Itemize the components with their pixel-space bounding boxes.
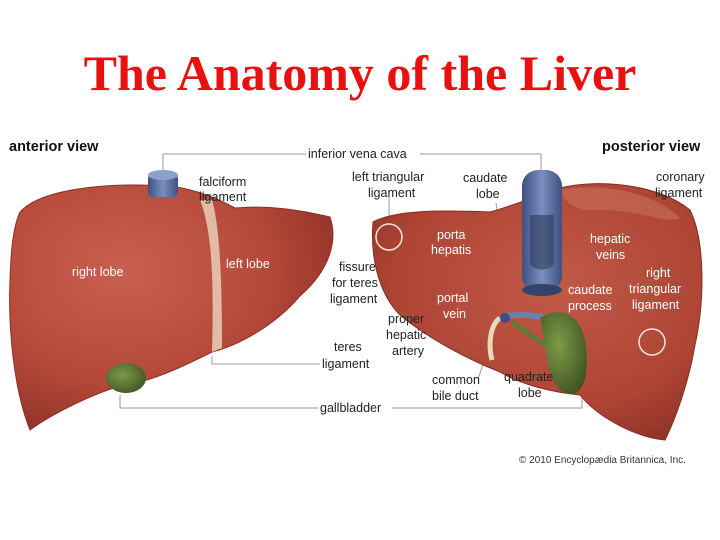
label-proper-hepatic-3: artery — [392, 344, 425, 358]
anterior-gallbladder — [106, 363, 146, 393]
diagram-labels: inferior vena cava falciform ligament le… — [72, 147, 705, 415]
page-title: The Anatomy of the Liver — [83, 45, 637, 101]
copyright-notice: © 2010 Encyclopædia Britannica, Inc. — [519, 455, 686, 466]
anterior-liver — [9, 170, 334, 431]
label-gallbladder: gallbladder — [320, 401, 381, 415]
label-left-triangular-2: ligament — [368, 186, 416, 200]
label-fissure-2: for teres — [332, 276, 378, 290]
label-porta-2: hepatis — [431, 243, 471, 257]
label-right-lobe: right lobe — [72, 265, 123, 279]
label-right-triangular-3: ligament — [632, 298, 680, 312]
label-proper-hepatic-1: proper — [388, 312, 424, 326]
label-fissure-3: ligament — [330, 292, 378, 306]
label-caudate-process-1: caudate — [568, 283, 613, 297]
label-quadrate-2: lobe — [518, 386, 542, 400]
label-inferior-vena-cava: inferior vena cava — [308, 147, 407, 161]
label-falciform-1: falciform — [199, 175, 246, 189]
label-falciform-2: ligament — [199, 190, 247, 204]
label-coronary-1: coronary — [656, 170, 705, 184]
label-portal-vein-1: portal — [437, 291, 468, 305]
anterior-view-label: anterior view — [9, 139, 99, 155]
label-teres-1: teres — [334, 340, 362, 354]
label-left-lobe: left lobe — [226, 257, 270, 271]
label-right-triangular-2: triangular — [629, 282, 681, 296]
label-common-bile-1: common — [432, 373, 480, 387]
label-hepatic-veins-2: veins — [596, 248, 625, 262]
label-quadrate-1: quadrate — [504, 370, 553, 384]
label-common-bile-2: bile duct — [432, 389, 479, 403]
label-hepatic-veins-1: hepatic — [590, 232, 630, 246]
posterior-view-label: posterior view — [602, 139, 701, 155]
posterior-gallbladder — [540, 312, 587, 395]
label-left-triangular-1: left triangular — [352, 170, 424, 184]
label-portal-vein-2: vein — [443, 307, 466, 321]
label-caudate-lobe-2: lobe — [476, 187, 500, 201]
label-teres-2: ligament — [322, 357, 370, 371]
label-proper-hepatic-2: hepatic — [386, 328, 426, 342]
posterior-liver — [372, 170, 703, 441]
label-caudate-lobe-1: caudate — [463, 171, 508, 185]
label-caudate-process-2: process — [568, 299, 612, 313]
label-fissure-1: fissure — [339, 260, 376, 274]
label-right-triangular-1: right — [646, 266, 671, 280]
label-coronary-2: ligament — [655, 186, 703, 200]
label-porta-1: porta — [437, 228, 466, 242]
